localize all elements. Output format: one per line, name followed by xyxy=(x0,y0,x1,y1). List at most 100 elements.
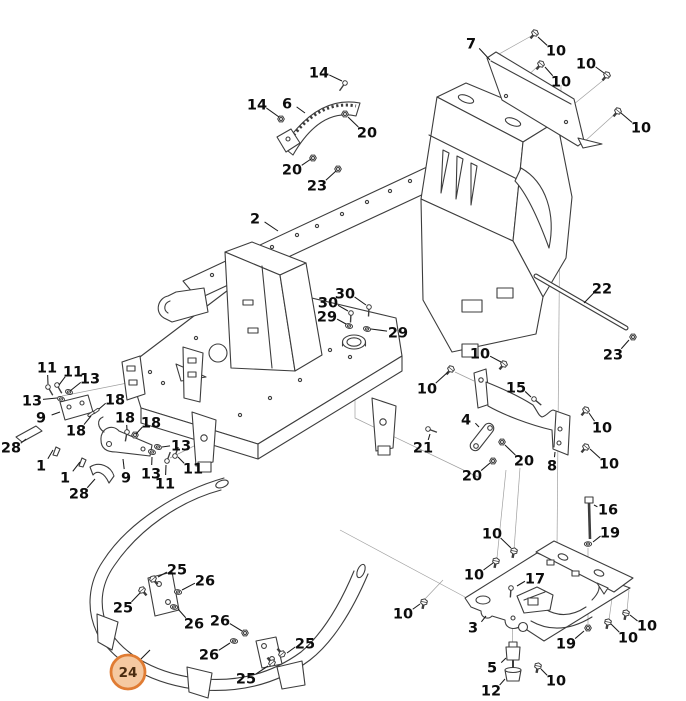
part-label-11-35[interactable]: 11 xyxy=(183,462,203,478)
leader-line xyxy=(544,66,554,77)
part-label-10-48[interactable]: 10 xyxy=(482,527,502,543)
part-label-10-40[interactable]: 10 xyxy=(599,457,619,473)
part-label-5-56[interactable]: 5 xyxy=(487,661,497,677)
part-label-10-55[interactable]: 10 xyxy=(637,619,657,635)
fastener-screw-icon xyxy=(531,396,542,406)
leader-line xyxy=(47,449,54,460)
part-label-16-46[interactable]: 16 xyxy=(598,503,618,519)
part-label-23-17[interactable]: 23 xyxy=(603,348,623,364)
part-12-bushing xyxy=(504,666,522,682)
part-label-29-15[interactable]: 29 xyxy=(388,326,408,342)
part-label-13-20[interactable]: 13 xyxy=(80,372,100,388)
part-label-10-58[interactable]: 10 xyxy=(546,674,566,690)
fastener-nut-icon xyxy=(498,438,506,446)
part-28-strip xyxy=(15,425,43,443)
part-label-6-7[interactable]: 6 xyxy=(282,97,292,113)
part-label-3-52[interactable]: 3 xyxy=(468,621,478,637)
leader-line xyxy=(83,415,92,425)
part-label-13-21[interactable]: 13 xyxy=(22,394,42,410)
part-label-25-66[interactable]: 25 xyxy=(295,637,315,653)
fastener-screw-icon xyxy=(172,446,179,459)
leader-line xyxy=(370,328,388,332)
part-label-10-49[interactable]: 10 xyxy=(464,568,484,584)
fastener-screw-icon xyxy=(54,382,63,394)
part-label-22-16[interactable]: 22 xyxy=(592,282,612,298)
part-label-14-5[interactable]: 14 xyxy=(309,66,329,82)
part-label-4-41[interactable]: 4 xyxy=(461,413,471,429)
part-label-30-13[interactable]: 30 xyxy=(318,296,338,312)
fastener-bolt-icon xyxy=(580,443,590,454)
part-label-8-45[interactable]: 8 xyxy=(547,459,557,475)
leader-line xyxy=(537,36,548,46)
part-label-10-4[interactable]: 10 xyxy=(631,121,651,137)
part-label-1-29[interactable]: 1 xyxy=(60,471,70,487)
part-label-11-34[interactable]: 11 xyxy=(155,477,175,493)
leader-line xyxy=(229,623,243,632)
part-label-10-50[interactable]: 10 xyxy=(393,607,413,623)
part-label-29-14[interactable]: 29 xyxy=(317,310,337,326)
leader-line xyxy=(86,478,96,489)
part-label-18-23[interactable]: 18 xyxy=(105,393,125,409)
part-label-12-57[interactable]: 12 xyxy=(481,684,501,700)
fastener-bolt-icon xyxy=(266,656,276,667)
leader-line xyxy=(583,292,594,304)
part-label-11-18[interactable]: 11 xyxy=(37,361,57,377)
part-label-25-65[interactable]: 25 xyxy=(236,672,256,688)
part-label-30-12[interactable]: 30 xyxy=(335,287,355,303)
part-label-20-9[interactable]: 20 xyxy=(282,163,302,179)
fastener-screw-icon xyxy=(425,426,438,433)
part-label-9-31[interactable]: 9 xyxy=(121,471,131,487)
leader-line xyxy=(20,438,27,444)
part-label-26-60[interactable]: 26 xyxy=(195,574,215,590)
part-label-20-8[interactable]: 20 xyxy=(357,126,377,142)
leader-line xyxy=(620,112,633,123)
part-label-10-37[interactable]: 10 xyxy=(417,382,437,398)
part-label-18-24[interactable]: 18 xyxy=(66,424,86,440)
part-label-17-51[interactable]: 17 xyxy=(525,572,545,588)
part-label-10-1[interactable]: 10 xyxy=(546,44,566,60)
part-label-13-33[interactable]: 13 xyxy=(171,439,191,455)
part-label-25-59[interactable]: 25 xyxy=(167,563,187,579)
part-label-18-26[interactable]: 18 xyxy=(141,416,161,432)
highlight-circle[interactable] xyxy=(109,653,147,691)
leader-line xyxy=(620,339,630,350)
part-label-26-63[interactable]: 26 xyxy=(210,614,230,630)
leader-line xyxy=(139,649,151,661)
part-label-10-3[interactable]: 10 xyxy=(551,75,571,91)
part-label-20-43[interactable]: 20 xyxy=(514,454,534,470)
part-label-10-2[interactable]: 10 xyxy=(576,57,596,73)
part-label-26-64[interactable]: 26 xyxy=(199,648,219,664)
part-label-10-36[interactable]: 10 xyxy=(470,347,490,363)
leader-line xyxy=(480,615,487,623)
leader-line xyxy=(177,608,187,619)
fastener-bolt-icon xyxy=(492,557,500,569)
part-label-20-44[interactable]: 20 xyxy=(462,469,482,485)
leader-line xyxy=(336,318,347,325)
part-label-26-62[interactable]: 26 xyxy=(184,617,204,633)
part-label-2-11[interactable]: 2 xyxy=(250,212,260,228)
part-label-19-47[interactable]: 19 xyxy=(600,526,620,542)
part-label-14-6[interactable]: 14 xyxy=(247,98,267,114)
fastener-bolt-icon xyxy=(601,71,611,82)
part-label-7-0[interactable]: 7 xyxy=(466,37,476,53)
part-label-21-42[interactable]: 21 xyxy=(413,441,433,457)
part-label-13-32[interactable]: 13 xyxy=(141,467,161,483)
highlighted-part-label[interactable]: 24 xyxy=(119,665,138,681)
leader-line xyxy=(255,665,269,675)
part-label-11-19[interactable]: 11 xyxy=(63,365,83,381)
part-label-10-39[interactable]: 10 xyxy=(592,421,612,437)
part-label-1-28[interactable]: 1 xyxy=(36,459,46,475)
part-label-18-25[interactable]: 18 xyxy=(115,411,135,427)
part-label-9-22[interactable]: 9 xyxy=(36,411,46,427)
part-label-15-38[interactable]: 15 xyxy=(506,381,526,397)
part-label-28-30[interactable]: 28 xyxy=(69,487,89,503)
part-label-10-54[interactable]: 10 xyxy=(618,631,638,647)
part-label-25-61[interactable]: 25 xyxy=(113,601,133,617)
part-label-19-53[interactable]: 19 xyxy=(556,637,576,653)
part-label-28-27[interactable]: 28 xyxy=(1,441,21,457)
fastener-nut-icon xyxy=(241,629,249,637)
part-label-23-10[interactable]: 23 xyxy=(307,179,327,195)
fastener-bolt-icon xyxy=(612,107,622,118)
leader-line xyxy=(474,422,480,428)
